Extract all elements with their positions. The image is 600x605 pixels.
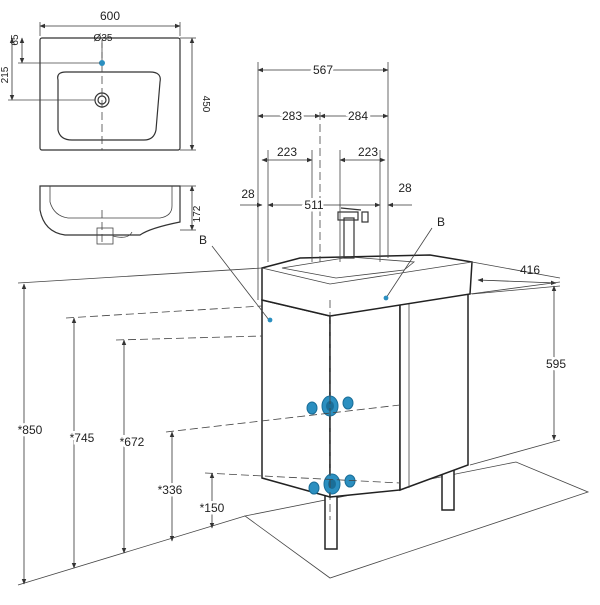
callout-b-left: B (199, 233, 207, 247)
dim-label-172: 172 (192, 205, 203, 222)
callout-b-left-marker (267, 317, 273, 323)
dim-label-28-right: 28 (398, 181, 412, 195)
ext-line-595-top (469, 281, 561, 295)
dim-label-d35: Ø35 (94, 33, 113, 44)
ext-line-416-back (471, 261, 561, 279)
dim-label-595: 595 (546, 357, 566, 371)
cabinet-door-left (329, 301, 401, 498)
basin-edge (261, 261, 473, 285)
dim-line-416 (477, 277, 557, 286)
callout-b-left-leader (211, 245, 270, 321)
dim-label-65: 65 (10, 34, 21, 46)
top-view-basin-bowl (57, 71, 161, 141)
cabinet-door-right (399, 293, 469, 492)
callout-b-right: B (437, 215, 445, 229)
ext-line-floor (17, 515, 246, 586)
main-view: B B 567 283 284 (15, 61, 590, 586)
top-view: 600 Ø35 65 215 450 (0, 9, 211, 151)
dim-label-672: *672 (120, 435, 145, 449)
dim-label-416: 416 (520, 263, 540, 277)
ext-line-150 (204, 472, 401, 484)
front-left-leg (324, 494, 338, 550)
side-view-drain (96, 227, 114, 245)
dim-label-284: 284 (348, 109, 368, 123)
callout-b-right-marker (383, 295, 389, 301)
faucet-icon (337, 207, 369, 259)
basin-bowl-opening (281, 256, 416, 279)
dim-label-223-left: 223 (277, 145, 297, 159)
dim-label-745: *745 (70, 431, 95, 445)
ext-line-850-top (17, 267, 263, 284)
dim-label-336: *336 (158, 483, 183, 497)
side-view-overflow (112, 231, 133, 238)
side-view-bowl (49, 186, 173, 219)
dim-label-215: 215 (0, 66, 11, 83)
dim-label-28-left: 28 (241, 187, 255, 201)
ext-line-336 (165, 404, 401, 433)
ext-line-416-front (471, 285, 561, 295)
dim-label-223-right: 223 (358, 145, 378, 159)
ext-line-745 (65, 305, 263, 319)
dim-label-283: 283 (282, 109, 302, 123)
connection-upper (306, 395, 354, 417)
front-right-leg (441, 469, 455, 511)
ext-line-595-bottom (469, 439, 561, 466)
dim-label-600: 600 (100, 9, 120, 23)
side-view-outline (39, 185, 181, 236)
callout-b-right-leader (385, 227, 433, 299)
tap-hole-icon (99, 60, 105, 66)
cabinet-side-panel (261, 299, 331, 498)
ext-line-672 (115, 335, 263, 341)
dim-label-511: 511 (304, 198, 323, 212)
dim-label-567: 567 (313, 63, 333, 77)
side-view: 172 (39, 185, 203, 246)
dim-label-850: *850 (18, 423, 43, 437)
dim-label-150: *150 (200, 501, 225, 515)
top-view-outline (39, 37, 181, 151)
dim-label-450: 450 (200, 96, 211, 113)
